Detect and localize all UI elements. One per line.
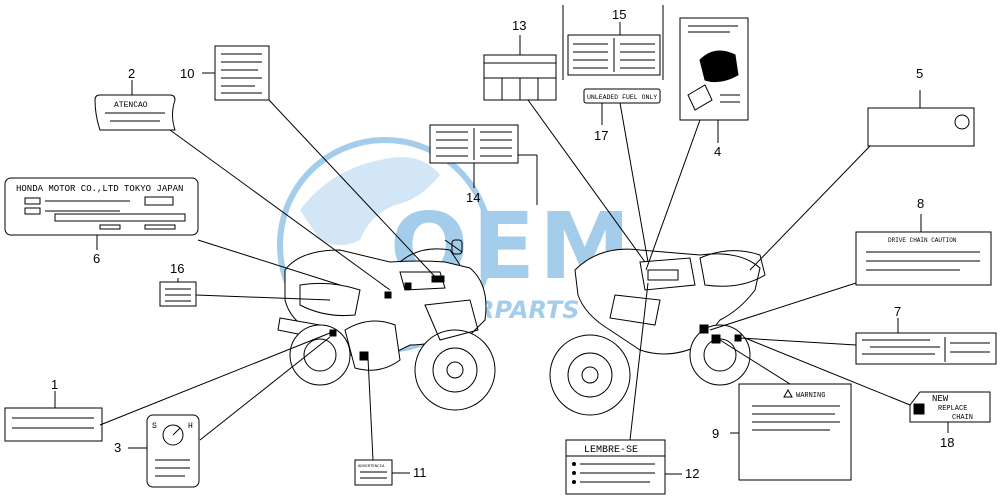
callout-6: 6: [93, 251, 100, 266]
label-11: [354, 459, 393, 486]
label-5: [867, 107, 975, 147]
label-14: [429, 124, 519, 164]
motorcycle-right-view: [549, 248, 766, 416]
label-4: [679, 17, 749, 121]
lembre-text: LEMBRE-SE: [584, 445, 638, 456]
label-13: [483, 54, 557, 101]
label-3-switch: [146, 414, 200, 488]
label-7: [855, 332, 997, 365]
callout-13: 13: [512, 18, 526, 33]
switch-s-text: S: [152, 422, 157, 431]
callout-8: 8: [917, 196, 924, 211]
label-texts: ATENCAO HONDA MOTOR CO.,LTD TOKYO JAPAN …: [16, 94, 973, 469]
watermark-globe-land: [300, 157, 440, 245]
callout-17: 17: [594, 128, 608, 143]
warning-text: WARNING: [796, 392, 825, 400]
unleaded-text: UNLEADED FUEL ONLY: [587, 94, 657, 101]
atencao-text: ATENCAO: [114, 101, 148, 110]
new-chain-text-2: REPLACE: [938, 405, 967, 413]
callout-10: 10: [180, 66, 194, 81]
label-18-new-chain: [909, 391, 991, 423]
label-8: [855, 231, 992, 286]
callout-1: 1: [51, 377, 58, 392]
label-9-warning: [738, 383, 852, 481]
callout-16: 16: [170, 261, 184, 276]
callout-9: 9: [712, 426, 719, 441]
small-label-11-text: ADVERTENCIA: [358, 465, 385, 469]
callout-18: 18: [940, 435, 954, 450]
callout-12: 12: [685, 466, 699, 481]
label-1: [4, 407, 103, 442]
callout-3: 3: [114, 440, 121, 455]
callout-numbers: 1 2 3 4 5 6 7 8 9 10 11 12 13 14 15 16 1…: [51, 7, 954, 481]
callout-7: 7: [894, 304, 901, 319]
new-chain-text-1: NEW: [932, 394, 949, 404]
label-15: [562, 5, 664, 80]
new-chain-text-3: CHAIN: [952, 414, 973, 422]
honda-plate-text: HONDA MOTOR CO.,LTD TOKYO JAPAN: [16, 184, 183, 194]
label-6-honda-plate: [4, 177, 199, 236]
callout-14: 14: [466, 190, 480, 205]
callout-2: 2: [128, 66, 135, 81]
drive-chain-text: DRIVE CHAIN CAUTION: [888, 237, 957, 244]
label-10: [214, 45, 270, 101]
callout-5: 5: [916, 66, 923, 81]
label-17-unleaded: [583, 88, 661, 104]
label-2-atencao: [94, 94, 176, 131]
callout-4: 4: [714, 144, 721, 159]
callout-15: 15: [612, 7, 626, 22]
leader-lines: [54, 22, 949, 475]
callout-11: 11: [413, 465, 427, 480]
label-16: [159, 281, 197, 307]
switch-h-text: H: [188, 422, 193, 431]
label-12-lembre: [565, 439, 666, 495]
